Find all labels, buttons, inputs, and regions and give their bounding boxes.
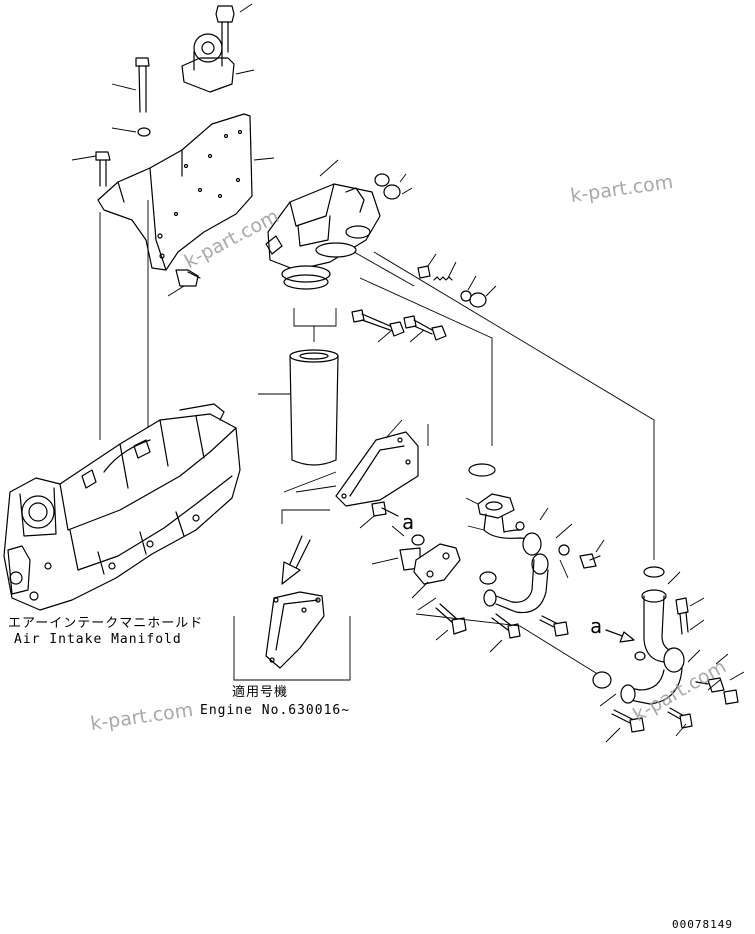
filter-head <box>265 159 381 290</box>
marker-a-left: a <box>402 510 416 534</box>
intake-manifold <box>3 403 241 611</box>
head-bolts <box>351 309 447 343</box>
serial-label-jp: 適用号機 <box>232 685 289 700</box>
top-bolt <box>215 3 253 53</box>
lower-bolts <box>599 693 693 743</box>
tube-flange <box>465 493 515 533</box>
flange-plate-2 <box>371 525 497 611</box>
oil-tube-2 <box>620 566 705 705</box>
manifold-label-en: Air Intake Manifold <box>14 632 182 647</box>
washer <box>111 127 151 137</box>
valve-parts <box>417 253 497 308</box>
element-bracket <box>293 308 337 342</box>
mounting-plate <box>97 113 275 271</box>
manifold-leader <box>99 200 149 440</box>
leader-line-b <box>373 251 655 560</box>
marker-a-right: a <box>590 614 604 638</box>
gasket-ellipse-1 <box>468 463 496 477</box>
serial-label-en: Engine No.630016~ <box>200 703 351 718</box>
mounting-bracket <box>181 33 255 93</box>
clamp-parts <box>558 539 605 569</box>
shield-plate <box>281 419 429 524</box>
oil-tube-1 <box>483 507 573 614</box>
manifold-label-jp: エアーインテークマニホールド <box>8 616 204 631</box>
arrow-down-left-icon <box>281 535 311 585</box>
filter-element <box>258 349 339 466</box>
small-bolt-left <box>71 151 111 187</box>
detail-inset <box>233 591 351 681</box>
arrow-right-icon <box>605 629 635 643</box>
gasket-ellipse-2 <box>592 671 612 689</box>
bolt-below-plate <box>167 269 201 297</box>
right-bolts <box>695 653 745 705</box>
bolt-a <box>359 501 399 529</box>
long-bolt <box>111 57 150 113</box>
cap-plugs <box>374 173 413 200</box>
tube-bolts <box>415 603 605 679</box>
drawing-number: 00078149 <box>672 918 733 931</box>
leader-line-a <box>353 251 493 446</box>
